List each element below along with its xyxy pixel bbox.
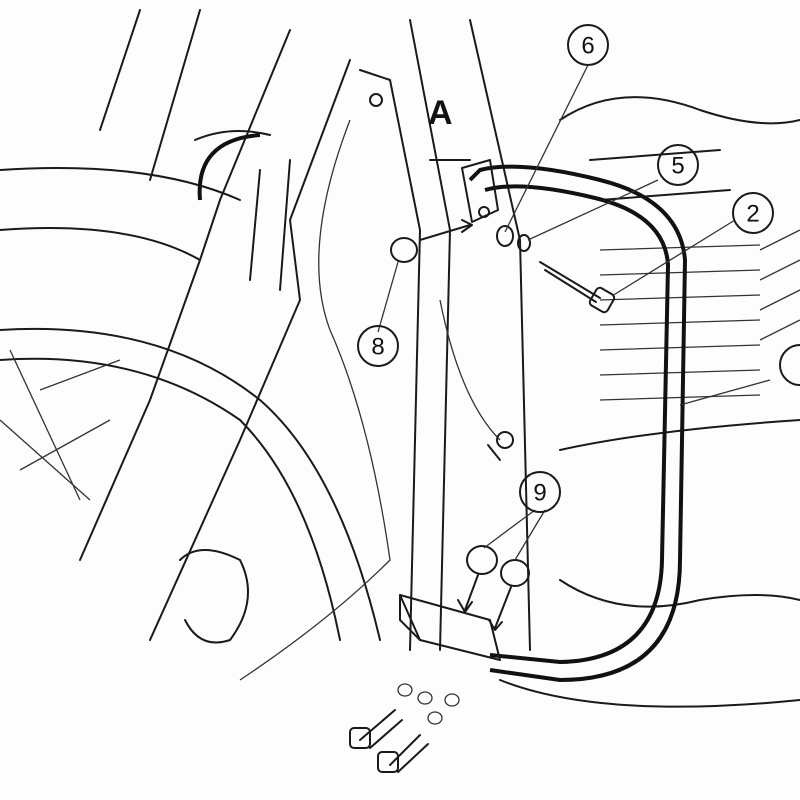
callout-5: 5	[657, 144, 699, 186]
callout-5-label: 5	[671, 153, 684, 180]
frame	[239, 19, 531, 681]
callout-6-label: 6	[581, 33, 594, 60]
callout-9-label: 9	[533, 480, 546, 507]
hardware	[349, 219, 616, 773]
callout-8: 8	[357, 325, 399, 367]
front-fork	[79, 9, 351, 641]
engine	[499, 96, 800, 708]
callout-9: 9	[519, 471, 561, 513]
crash-bar	[399, 159, 688, 683]
callout-6: 6	[567, 24, 609, 66]
front-wheel	[0, 167, 381, 644]
callout-partial	[779, 344, 800, 386]
callout-leaders	[377, 64, 771, 561]
callout-2-label: 2	[746, 201, 759, 228]
callout-2: 2	[732, 192, 774, 234]
view-label-a: A	[428, 94, 453, 132]
callout-8-label: 8	[371, 334, 384, 361]
